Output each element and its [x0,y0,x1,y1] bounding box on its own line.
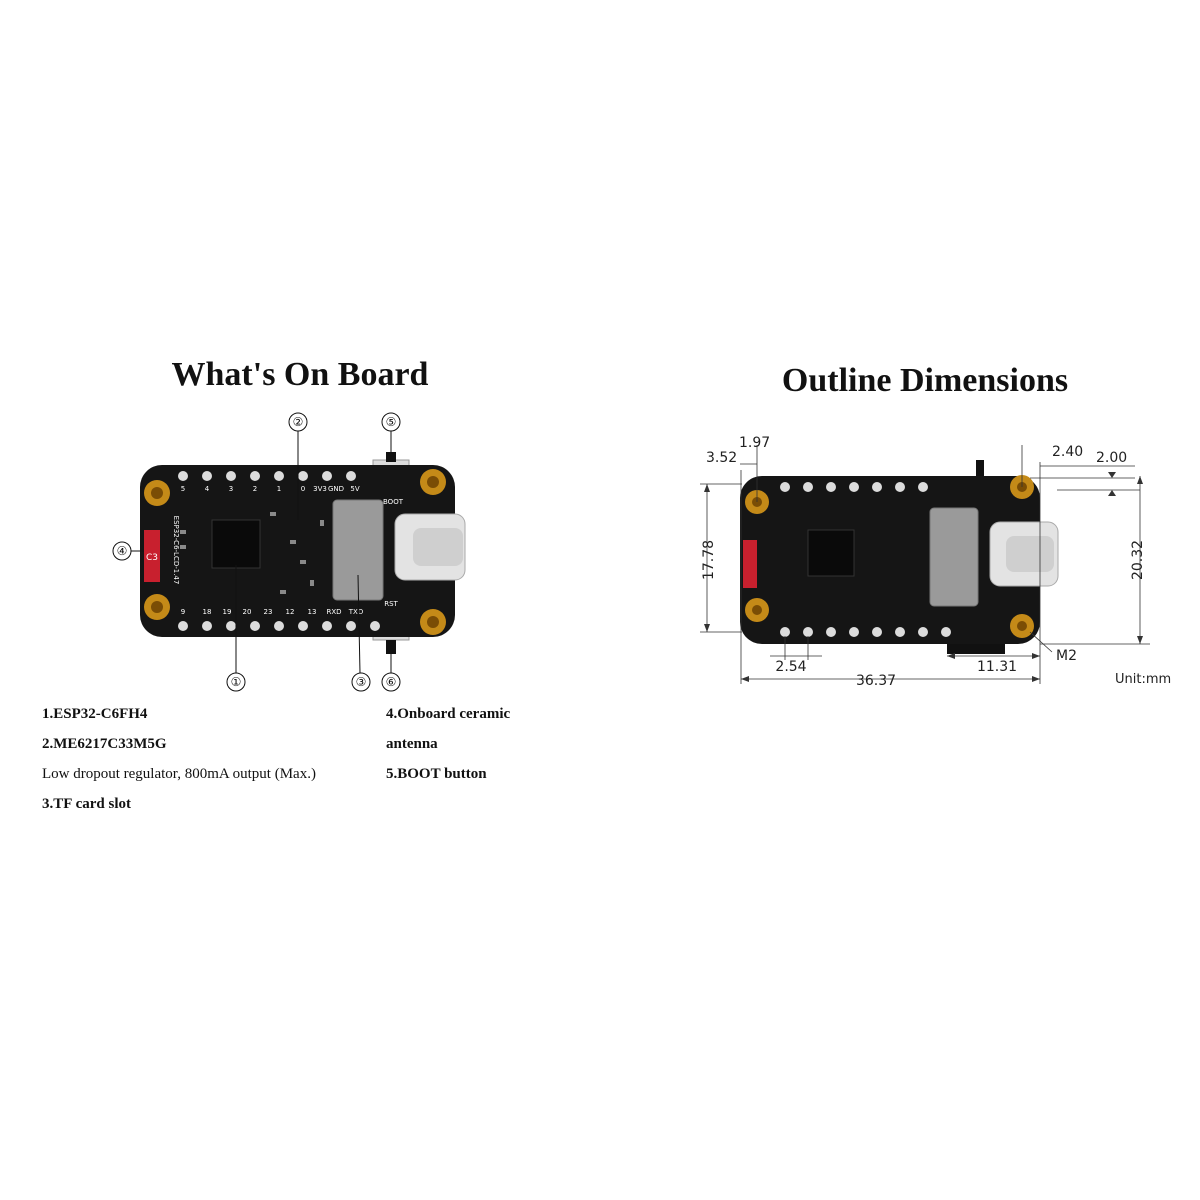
dim-11-31: 11.31 [977,659,1017,675]
dim-36-37: 36.37 [856,673,896,689]
callout-5: ⑤ [386,415,397,429]
callout-2: ② [293,415,304,429]
bottom-pin-label: 20 [243,608,252,616]
top-pin-label: GND [328,485,344,493]
callout-4: ④ [117,544,128,558]
ceramic-antenna [144,530,160,582]
bottom-pin-label: 13 [308,608,317,616]
top-pin-label: 4 [205,485,210,493]
top-pin-label: 2 [253,485,257,493]
dim-3-52: 3.52 [706,450,737,466]
desc-tf-slot: 3.TF card slot [42,796,132,812]
mount-hole-m2: M2 [1056,648,1077,664]
dim-2-00: 2.00 [1096,450,1127,466]
dim-20-32: 20.32 [1130,540,1146,580]
desc-antenna: 4.Onboard ceramic [386,706,511,722]
bottom-pin-label: 9 [181,608,185,616]
desc-esp32: 1.ESP32-C6FH4 [42,706,148,722]
outline-dimensions-title: Outline Dimensions [781,362,1069,399]
bottom-pin-label: RXD [326,608,341,616]
dim-2-54: 2.54 [775,659,806,675]
unit-label: Unit:mm [1115,672,1171,687]
top-pin-label: 5V [350,485,359,493]
top-pin-label: 3 [229,485,233,493]
top-pin-label: 3V3 [313,485,327,493]
bottom-pin-label: 18 [203,608,212,616]
board-side-text: ESP32-C6-LCD-1.47 [172,516,180,585]
callout-3: ③ [356,675,367,689]
dim-17-78: 17.78 [701,540,717,580]
tf-card-slot [332,499,384,601]
desc-antenna-cont: antenna [386,736,438,752]
bottom-pin-label: 23 [264,608,273,616]
antenna-label: C3 [146,553,158,563]
rst-label: RST [384,600,398,608]
boot-label: BOOT [383,498,404,506]
board-right [740,460,1059,654]
callout-6: ⑥ [386,675,397,689]
bottom-pin-label: 19 [223,608,232,616]
dim-2-40: 2.40 [1052,444,1083,460]
bottom-pin-label: 12 [286,608,295,616]
whats-on-board-title: What's On Board [171,356,429,393]
board-left [140,452,466,654]
dim-1-97: 1.97 [739,435,770,451]
esp32-chip [211,519,261,569]
desc-boot-button: 5.BOOT button [386,766,487,782]
callout-1: ① [231,675,242,689]
top-pin-label: 0 [301,485,305,493]
desc-regulator-detail: Low dropout regulator, 800mA output (Max… [42,766,316,782]
onboard-diagram: 5 4 3 2 1 0 3V3 GND 5V 9 18 19 20 23 12 … [112,412,466,692]
top-pin-label: 1 [277,485,281,493]
desc-regulator: 2.ME6217C33M5G [42,736,167,752]
top-pin-label: 5 [181,485,185,493]
bottom-pin-label: TXD [348,608,363,616]
dimension-diagram: 3.52 1.97 2.40 2.00 17.78 20.32 2.54 11.… [700,435,1171,689]
